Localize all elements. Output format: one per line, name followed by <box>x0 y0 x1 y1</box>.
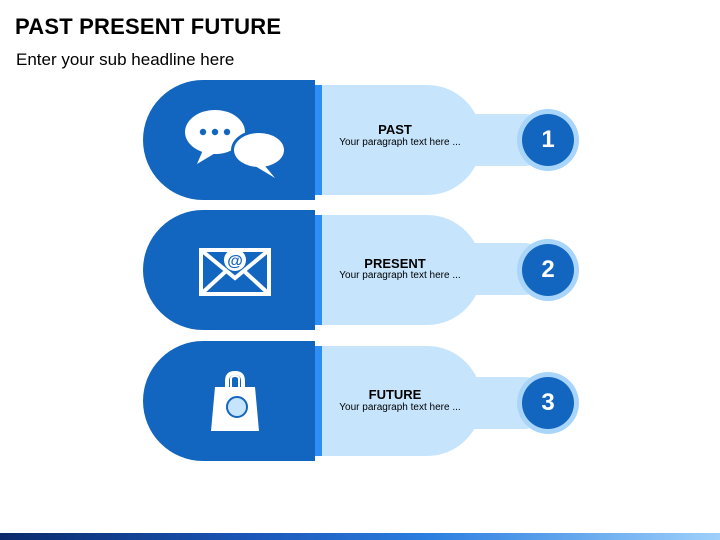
item-title: PRESENT <box>364 256 426 271</box>
item-text: Your paragraph text here ... <box>339 270 461 281</box>
svg-text:@: @ <box>227 253 243 270</box>
divider-strip <box>315 346 322 456</box>
page-subtitle: Enter your sub headline here <box>16 50 235 69</box>
email-envelope-icon: @ <box>199 248 271 296</box>
item-title: PAST <box>378 122 412 137</box>
chat-bubbles-icon <box>185 110 287 178</box>
number-label: 1 <box>522 114 574 166</box>
icon-panel <box>143 210 315 330</box>
text-panel <box>322 346 482 456</box>
timeline-item-past: PAST Your paragraph text here ... 1 <box>0 80 720 210</box>
text-panel <box>322 85 482 195</box>
number-badge: 2 <box>517 239 579 301</box>
divider-strip <box>315 215 322 325</box>
timeline-item-future: FUTURE Your paragraph text here ... 3 <box>0 341 720 471</box>
divider-strip <box>315 85 322 195</box>
number-badge: 3 <box>517 372 579 434</box>
number-label: 3 <box>522 377 574 429</box>
number-label: 2 <box>522 244 574 296</box>
footer-gradient-bar <box>0 533 720 540</box>
shopping-bag-icon <box>211 370 259 431</box>
item-text: Your paragraph text here ... <box>339 402 461 413</box>
timeline-item-present: @ PRESENT Your paragraph text here ... 2 <box>0 210 720 340</box>
text-panel <box>322 215 482 325</box>
number-badge: 1 <box>517 109 579 171</box>
page-title: PAST PRESENT FUTURE <box>15 14 282 39</box>
item-text: Your paragraph text here ... <box>339 137 461 148</box>
item-title: FUTURE <box>368 387 422 402</box>
